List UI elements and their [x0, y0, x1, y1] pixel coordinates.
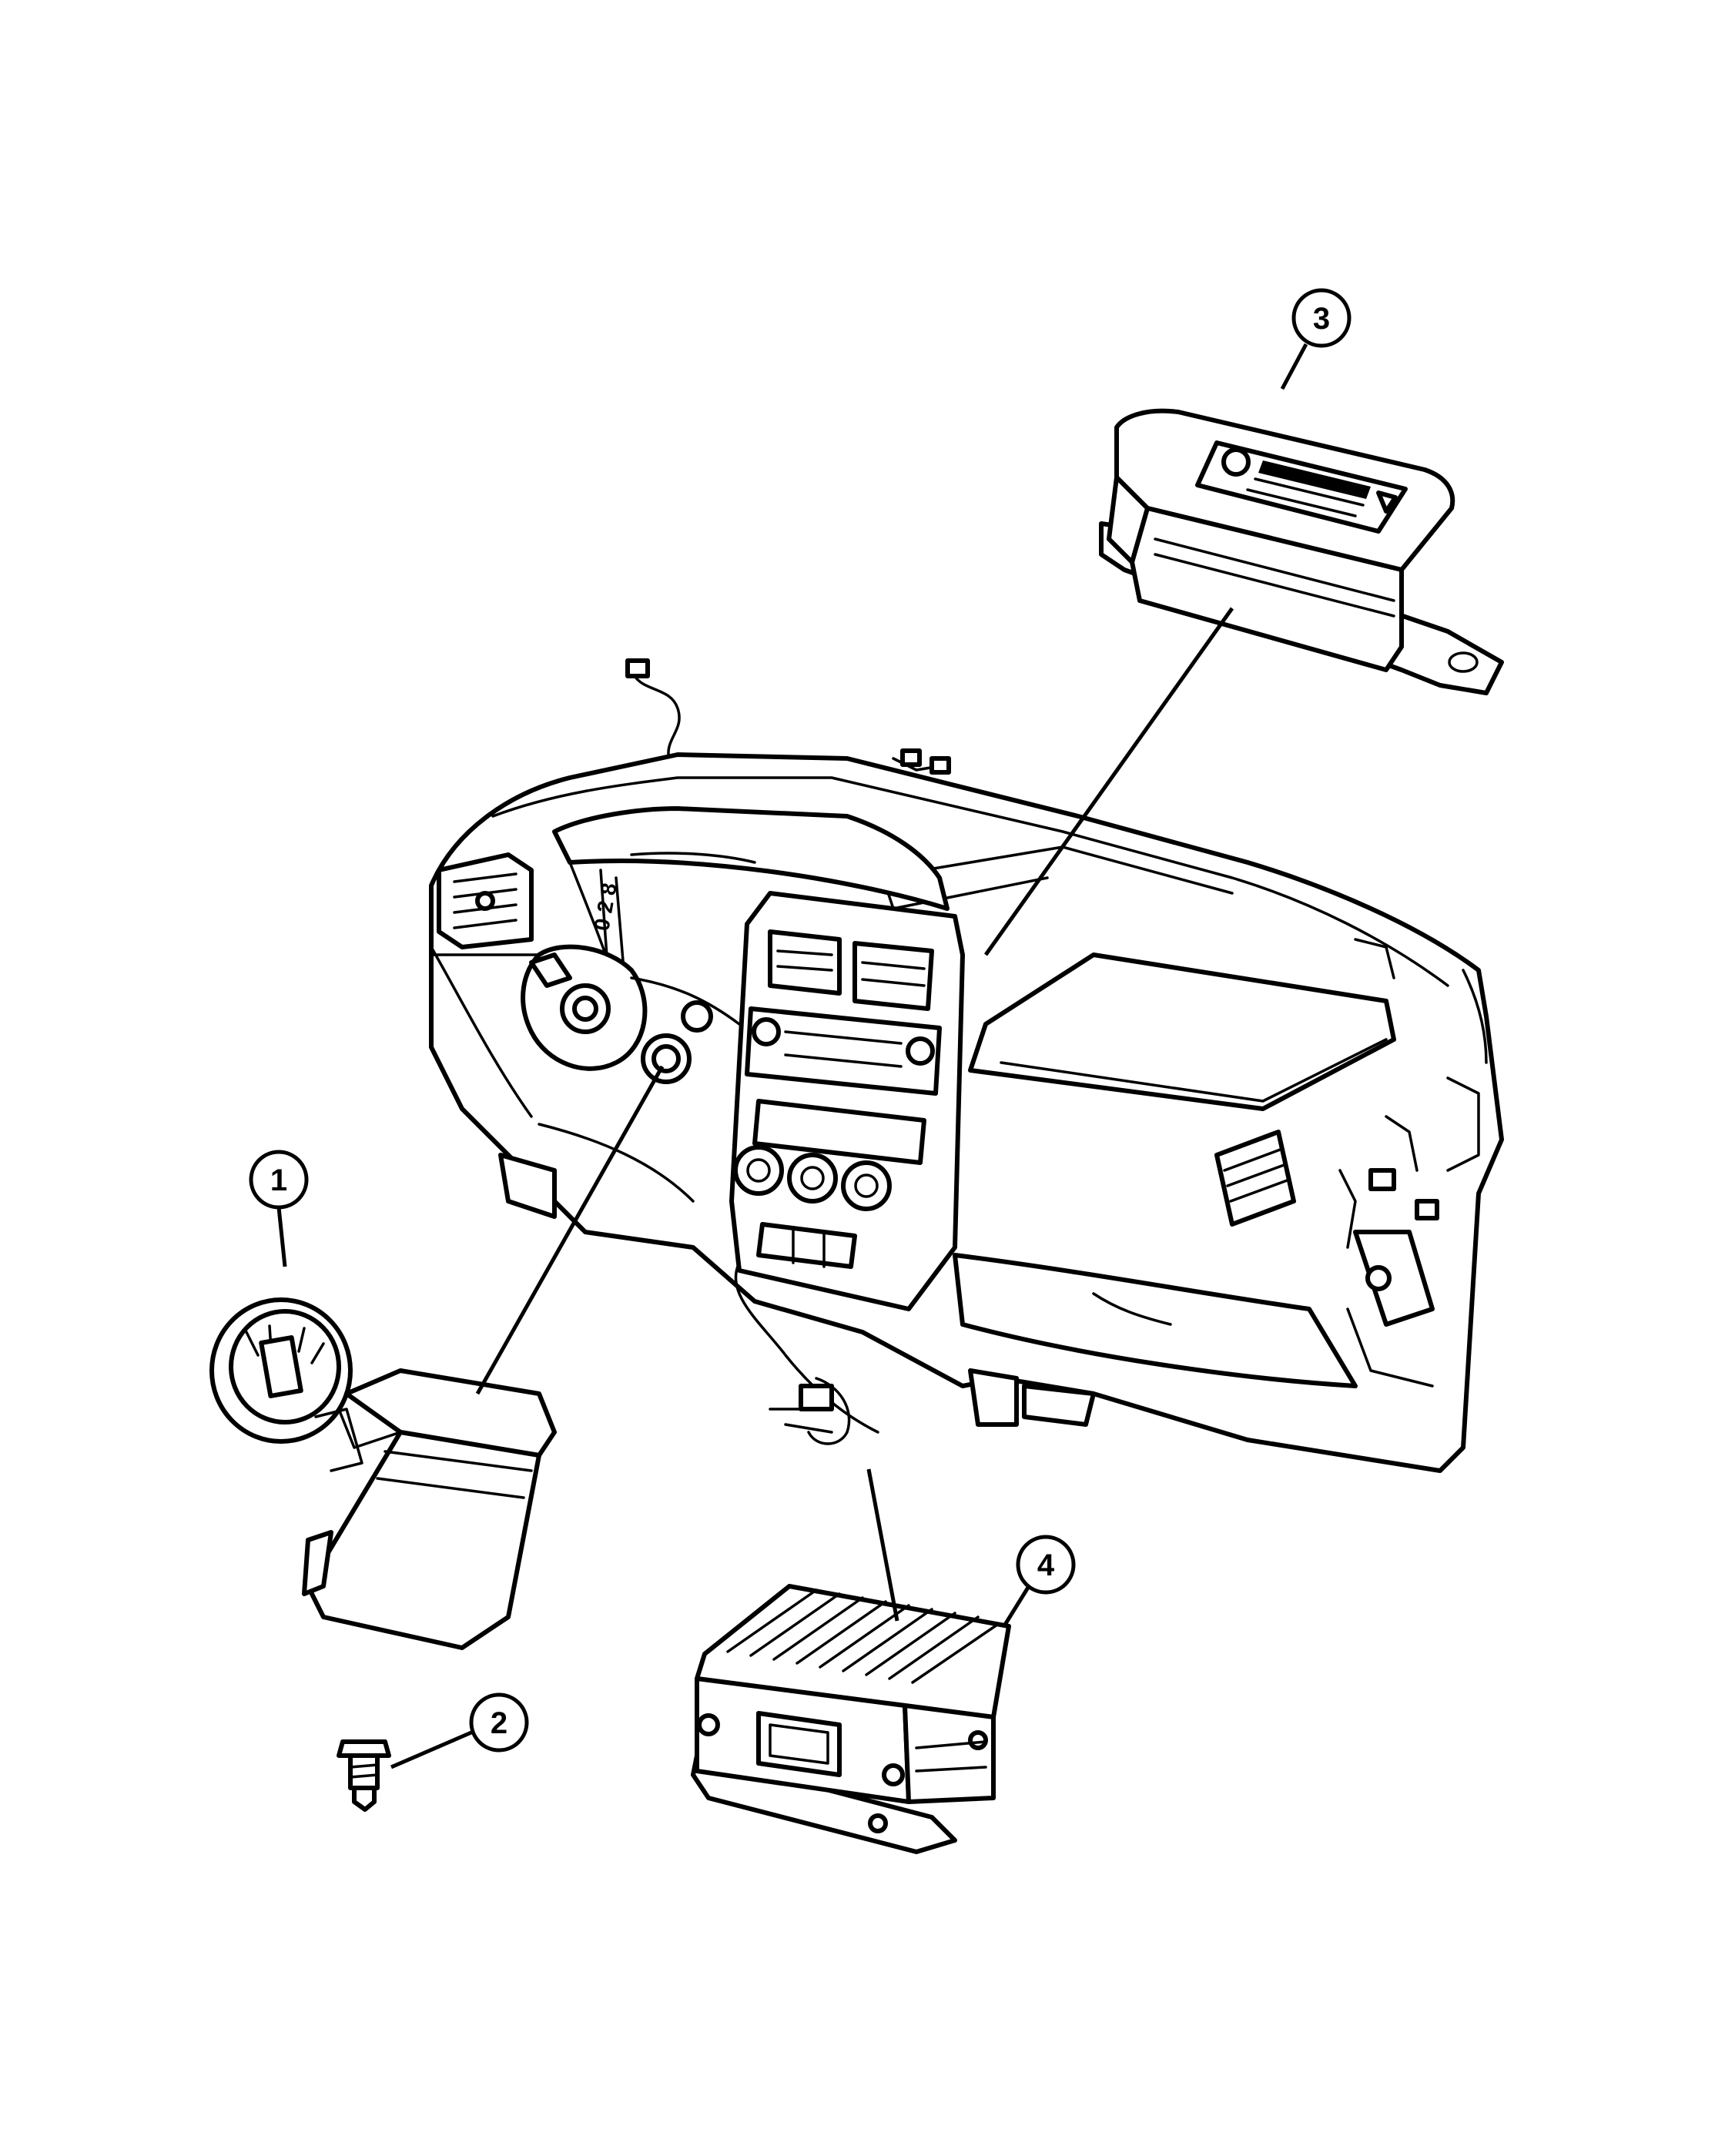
leader-line-3-to-panel: [983, 607, 1234, 956]
leader-line-2: [390, 1730, 472, 1769]
instrument-panel: 0 2 8: [429, 658, 1504, 1473]
leader-line-4-to-panel: [866, 1468, 899, 1622]
part-1-steering-module: 1: [209, 1150, 557, 1650]
callout-label-4: 4: [1037, 1548, 1055, 1582]
leader-line-1-to-panel: [475, 1065, 665, 1395]
callout-circle-2: [469, 1692, 529, 1753]
part-2-screw: 2: [337, 1692, 529, 1812]
callout-label-3: 3: [1313, 302, 1330, 336]
leader-line-4: [1003, 1585, 1031, 1626]
leader-line-3: [1280, 343, 1308, 390]
callout-label-2: 2: [491, 1706, 507, 1740]
leader-line-1: [276, 1207, 287, 1267]
part-3-module: 3: [1099, 288, 1504, 695]
callout-circle-4: [1016, 1535, 1076, 1595]
callout-circle-3: [1291, 288, 1352, 348]
callout-label-1: 1: [270, 1163, 287, 1197]
part-4-amplifier: 4: [691, 1535, 1076, 1854]
